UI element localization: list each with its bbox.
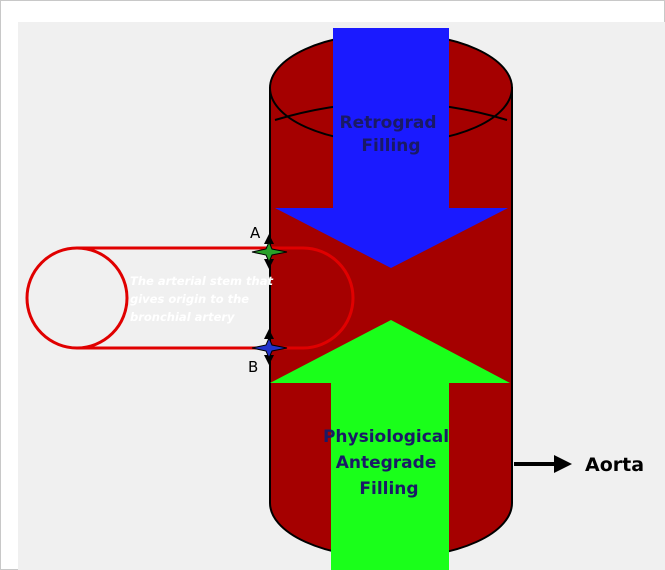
antegrade-label: Physiological Antegrade Filling [323,427,455,499]
point-b-marker [251,329,288,365]
antegrade-arrow [270,320,510,570]
arterial-stem-label: The arterial stem that gives origin to t… [130,274,277,324]
aorta-pointer-arrow [514,455,572,473]
aorta-label: Aorta [585,454,644,476]
retrograde-label: Retrograd Filling [340,113,443,156]
retrograde-arrow [275,28,508,268]
arterial-stem-inner-end [76,246,129,350]
point-a-label: A [250,224,261,242]
point-a-marker [251,234,288,269]
point-b-label: B [248,358,258,376]
arterial-stem-outline [25,246,355,350]
